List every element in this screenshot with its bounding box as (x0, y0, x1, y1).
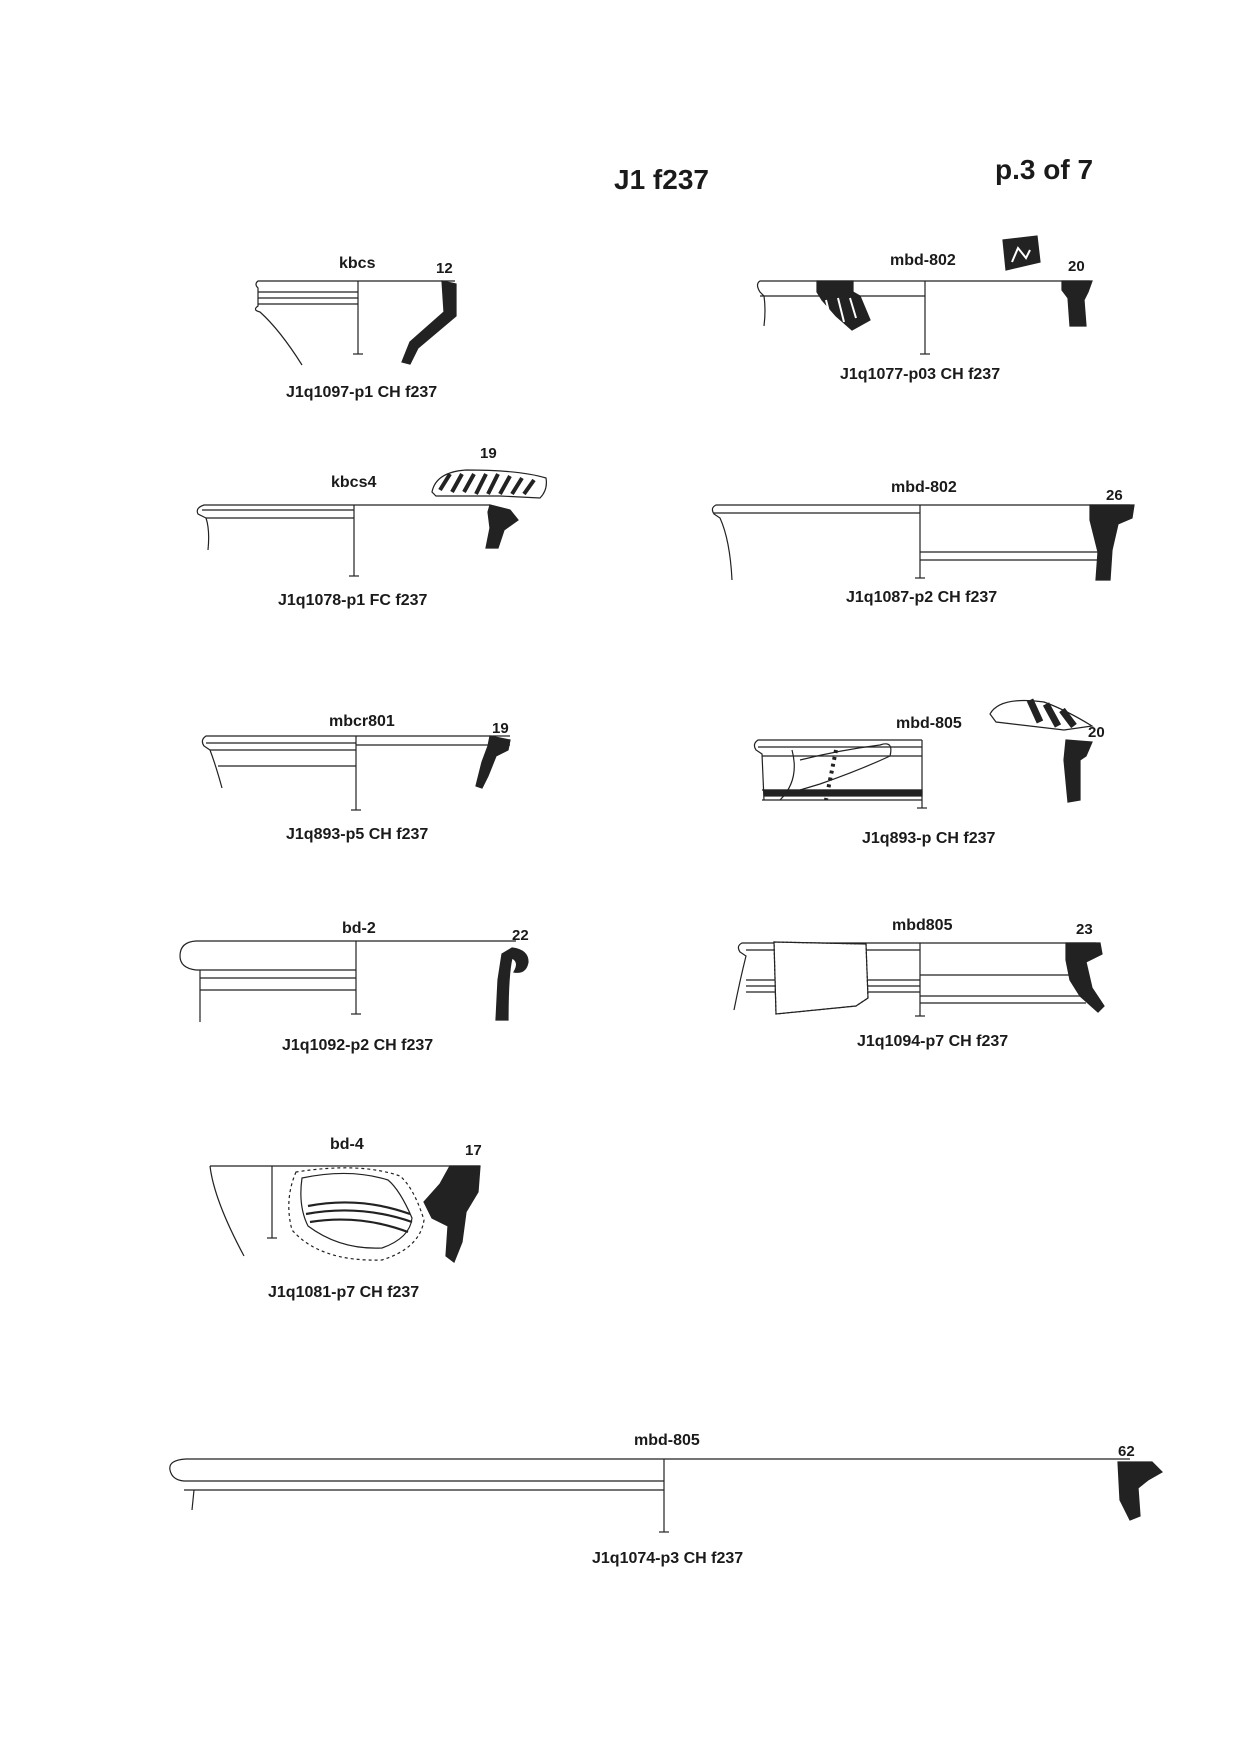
sherd-drawing-5 (201, 735, 511, 811)
sherd-drawing-7 (179, 940, 529, 1022)
type-label-6: mbd-805 (896, 715, 962, 732)
caption-4: J1q1087-p2 CH f237 (846, 589, 998, 606)
type-label-4: mbd-802 (891, 479, 957, 496)
caption-2: J1q1077-p03 CH f237 (840, 366, 1001, 383)
caption-9: J1q1081-p7 CH f237 (268, 1284, 420, 1301)
type-label-3: kbcs4 (331, 474, 377, 491)
caption-1: J1q1097-p1 CH f237 (286, 384, 438, 401)
caption-6: J1q893-p CH f237 (862, 830, 996, 847)
type-label-2: mbd-802 (890, 252, 956, 269)
type-label-7: bd-2 (342, 920, 376, 937)
caption-7: J1q1092-p2 CH f237 (282, 1037, 434, 1054)
caption-10: J1q1074-p3 CH f237 (592, 1550, 744, 1567)
type-label-5: mbcr801 (329, 713, 395, 730)
sherd-drawing-2 (756, 235, 1093, 355)
page-title: J1 f237 (614, 164, 709, 195)
caption-5: J1q893-p5 CH f237 (286, 826, 429, 843)
diameter-label-3: 19 (480, 445, 497, 462)
diameter-label-9: 17 (465, 1142, 482, 1159)
sherd-drawing-10 (169, 1458, 1163, 1533)
sherd-drawing-9 (209, 1165, 481, 1263)
caption-3: J1q1078-p1 FC f237 (278, 592, 428, 609)
diameter-label-6: 20 (1088, 724, 1105, 741)
diameter-label-5: 19 (492, 720, 509, 737)
diameter-label-1: 12 (436, 260, 453, 277)
type-label-1: kbcs (339, 255, 376, 272)
type-label-10: mbd-805 (634, 1432, 700, 1449)
sherd-drawing-1 (254, 280, 457, 366)
diameter-label-8: 23 (1076, 921, 1093, 938)
sherd-drawing-4 (711, 504, 1135, 581)
diameter-label-7: 22 (512, 927, 529, 944)
sherd-drawing-6 (753, 698, 1094, 809)
page-number: p.3 of 7 (995, 154, 1094, 185)
sherd-drawing-3 (196, 469, 547, 577)
diameter-label-4: 26 (1106, 487, 1123, 504)
type-label-9: bd-4 (330, 1136, 364, 1153)
diameter-label-2: 20 (1068, 258, 1085, 275)
type-label-8: mbd805 (892, 917, 953, 934)
sherd-drawing-8 (733, 941, 1105, 1017)
caption-8: J1q1094-p7 CH f237 (857, 1033, 1009, 1050)
diameter-label-10: 62 (1118, 1443, 1135, 1460)
